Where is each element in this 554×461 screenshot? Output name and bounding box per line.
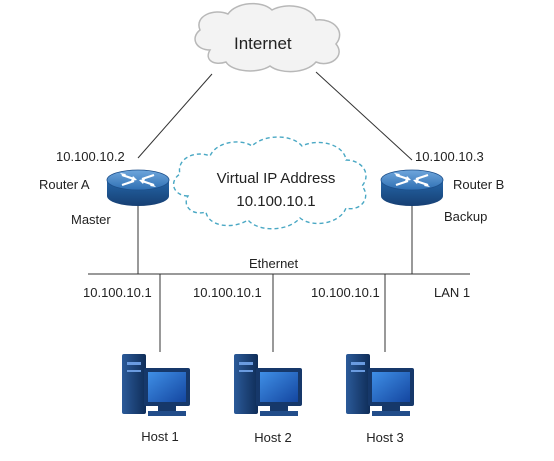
router-a-name: Router A (39, 177, 90, 192)
lan-label: LAN 1 (434, 285, 471, 300)
host-2-icon (234, 354, 302, 416)
link-internet-router-a (137, 73, 213, 159)
host-1-gateway: 10.100.10.1 (83, 285, 152, 300)
host-2-name: Host 2 (254, 430, 292, 445)
router-b-ip: 10.100.10.3 (415, 149, 484, 164)
router-b-role: Backup (444, 209, 488, 224)
virtual-ip-cloud (172, 136, 367, 230)
host-3-gateway: 10.100.10.1 (311, 285, 380, 300)
host-1-name: Host 1 (141, 429, 179, 444)
host-2-gateway: 10.100.10.1 (193, 285, 262, 300)
internet-label: Internet (234, 34, 292, 53)
router-a-role: Master (71, 212, 111, 227)
host-3-icon (346, 354, 414, 416)
router-b-icon (380, 169, 444, 206)
host-3-name: Host 3 (366, 430, 404, 445)
internet-cloud (194, 2, 341, 73)
ethernet-label: Ethernet (249, 256, 299, 271)
virtual-ip-title: Virtual IP Address (216, 170, 336, 187)
host-1-icon (122, 354, 190, 416)
router-a-ip: 10.100.10.2 (56, 149, 125, 164)
router-a-icon (106, 169, 170, 206)
link-internet-router-b (315, 71, 413, 161)
router-b-name: Router B (453, 177, 505, 192)
virtual-ip-address: 10.100.10.1 (236, 193, 316, 210)
